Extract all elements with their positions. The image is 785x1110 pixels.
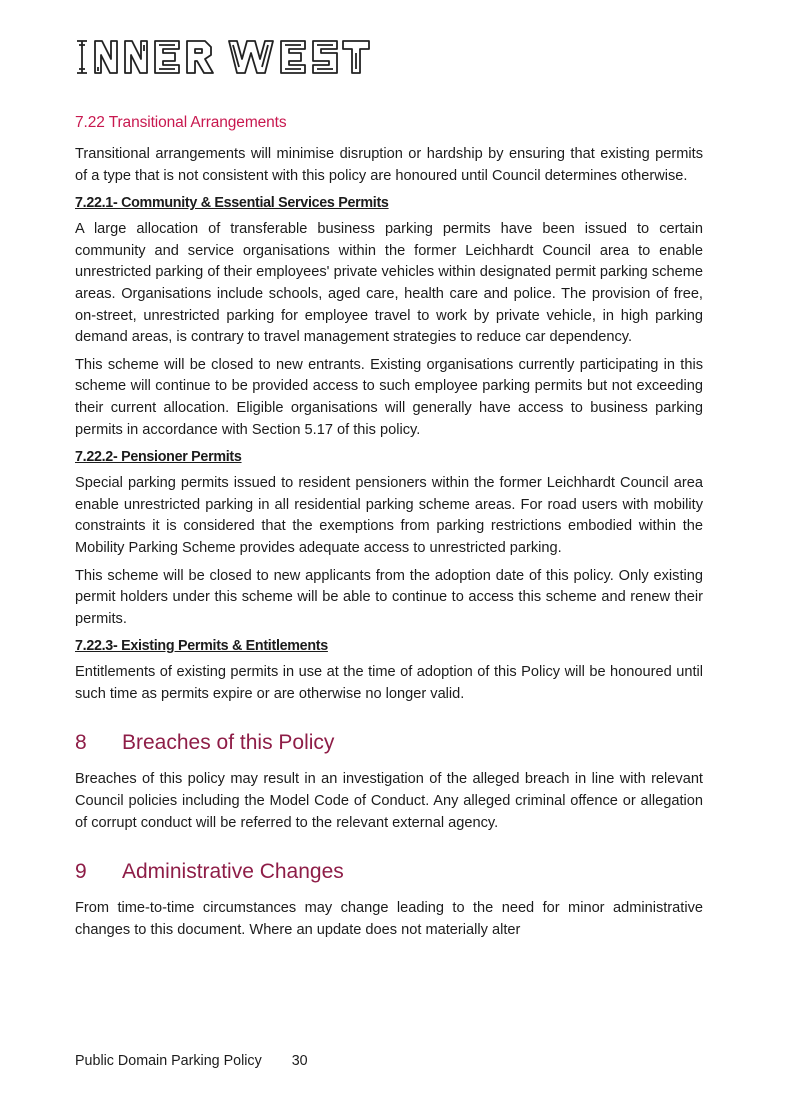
subsection-7-22-3-para-1: Entitlements of existing permits in use …: [75, 664, 703, 702]
page-content: 7.22 Transitional Arrangements Transitio…: [75, 114, 703, 947]
subsection-7-22-1-para-2: This scheme will be closed to new entran…: [75, 356, 703, 438]
section-8-number: 8: [75, 731, 87, 755]
page-footer: Public Domain Parking Policy 30: [75, 1053, 308, 1069]
section-heading-8: 8 Breaches of this Policy: [75, 731, 703, 755]
section-9-body: From time-to-time circumstances may chan…: [75, 900, 703, 938]
section-heading-9: 9 Administrative Changes: [75, 860, 703, 884]
subsection-7-22-2-para-1: Special parking permits issued to reside…: [75, 475, 703, 556]
subsection-heading-7-22-1: 7.22.1- Community & Essential Services P…: [75, 195, 389, 212]
section-9-title: Administrative Changes: [122, 860, 344, 884]
section-8-body: Breaches of this policy may result in an…: [75, 771, 703, 831]
section-7-22-intro: Transitional arrangements will minimise …: [75, 146, 703, 184]
section-8-title: Breaches of this Policy: [122, 731, 335, 755]
footer-page-number: 30: [291, 1053, 308, 1069]
section-9-number: 9: [75, 860, 87, 884]
footer-document-title: Public Domain Parking Policy: [75, 1053, 262, 1069]
subsection-7-22-2-para-2: This scheme will be closed to new applic…: [75, 567, 703, 627]
subsection-heading-7-22-3: 7.22.3- Existing Permits & Entitlements: [75, 638, 328, 655]
subsection-7-22-1-para-1: A large allocation of transferable busin…: [75, 221, 703, 346]
section-heading-7-22: 7.22 Transitional Arrangements: [75, 114, 287, 131]
inner-west-logo: [77, 40, 370, 74]
subsection-heading-7-22-2: 7.22.2- Pensioner Permits: [75, 449, 242, 466]
